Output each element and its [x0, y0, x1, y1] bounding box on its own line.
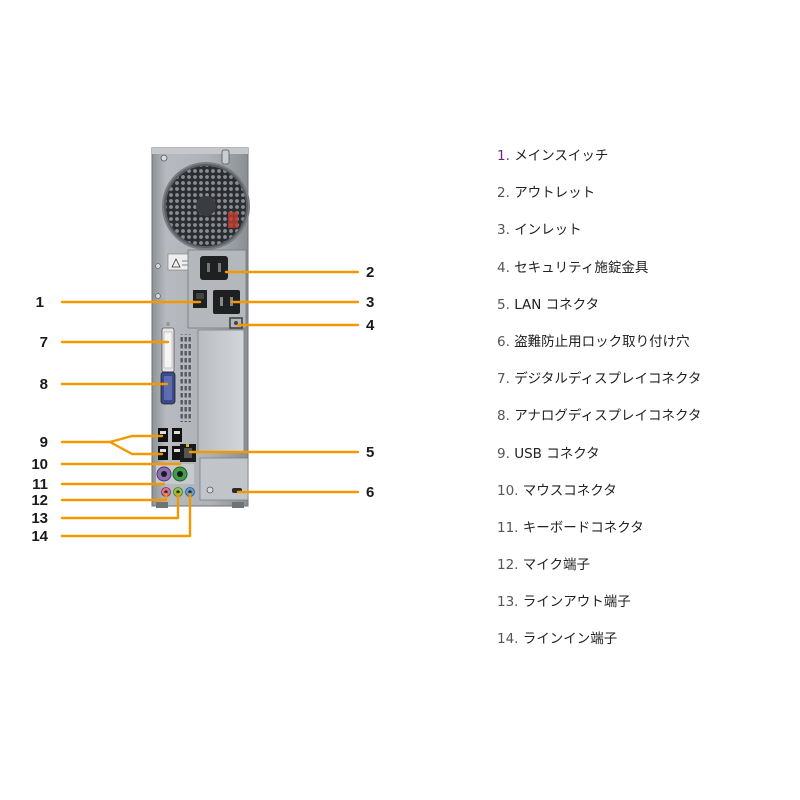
legend-item: 8. アナログディスプレイコネクタ: [497, 405, 701, 442]
callout-number-5: 5: [366, 444, 374, 461]
callout-number-8: 8: [40, 376, 48, 393]
bottom-screw-icon: [206, 486, 214, 494]
expansion-cover-panel: [197, 329, 245, 453]
legend-label: アウトレット: [514, 185, 596, 202]
legend-label: ラインアウト端子: [522, 594, 631, 611]
callout-number-1: 1: [36, 294, 44, 311]
legend-label: デジタルディスプレイコネクタ: [514, 371, 702, 388]
legend-item: 4. セキュリティ施錠金具: [497, 257, 701, 294]
leader-line-12: [60, 492, 168, 502]
usb-port-icon: [172, 428, 182, 442]
legend-number: 7.: [497, 371, 510, 388]
legend-item: 11. キーボードコネクタ: [497, 517, 701, 554]
legend-label: メインスイッチ: [514, 148, 609, 164]
legend-number: 1.: [497, 148, 510, 164]
audio-jacks-group: [161, 487, 195, 497]
legend-label: マイク端子: [522, 557, 591, 574]
legend-label: インレット: [514, 222, 582, 239]
legend-number: 12.: [497, 557, 519, 574]
analog-display-connector-icon: [160, 371, 176, 405]
legend-number: 3.: [497, 222, 510, 239]
security-bracket-icon: [229, 317, 243, 329]
top-screw-icon: [160, 154, 168, 162]
callout-number-4: 4: [366, 317, 375, 334]
legend-label: LAN コネクタ: [514, 296, 600, 313]
legend-item: 12. マイク端子: [497, 554, 701, 591]
parts-legend: 1. メインスイッチ 2. アウトレット 3. インレット 4. セキュリティ施…: [497, 145, 701, 666]
callout-number-13: 13: [31, 510, 48, 527]
callout-number-3: 3: [366, 294, 374, 311]
callout-number-9: 9: [40, 434, 48, 451]
lan-port-icon: [180, 444, 196, 462]
legend-label: 盗難防止用ロック取り付け穴: [514, 333, 690, 350]
callout-number-14: 14: [31, 528, 48, 545]
legend-item: 14. ラインイン端子: [497, 628, 701, 665]
foot-right: [232, 502, 244, 508]
warning-triangle-icon: [171, 258, 181, 268]
side-screw-icon: [155, 293, 161, 299]
legend-label: マウスコネクタ: [522, 482, 617, 499]
legend-label: USB コネクタ: [514, 445, 600, 462]
callout-number-11: 11: [32, 476, 48, 493]
side-screw-icon: [155, 263, 161, 269]
usb-port-icon: [158, 428, 168, 442]
legend-item: 10. マウスコネクタ: [497, 480, 701, 517]
usb-port-icon: [172, 446, 182, 460]
main-switch-icon: [193, 290, 207, 308]
foot-left: [156, 502, 168, 508]
legend-number: 14.: [497, 631, 519, 648]
legend-number: 2.: [497, 185, 510, 202]
pc-chassis: [151, 147, 250, 508]
legend-label: キーボードコネクタ: [522, 519, 644, 536]
legend-label: セキュリティ施錠金具: [514, 259, 649, 276]
legend-item: 7. デジタルディスプレイコネクタ: [497, 368, 701, 405]
fan-grille-icon: [162, 162, 250, 250]
callout-number-2: 2: [366, 264, 374, 281]
chassis-top-edge: [152, 148, 248, 154]
outlet-socket-icon: [200, 256, 228, 280]
leader-line-9: [60, 434, 164, 444]
legend-number: 11.: [497, 519, 519, 536]
leader-line-9b: [108, 440, 164, 456]
legend-item: 5. LAN コネクタ: [497, 294, 701, 331]
vent-slots: [180, 334, 192, 422]
legend-item: 1. メインスイッチ: [497, 145, 701, 182]
legend-item: 3. インレット: [497, 219, 701, 256]
leader-line-14: [60, 492, 192, 538]
legend-number: 5.: [497, 296, 510, 313]
legend-number: 6.: [497, 333, 510, 350]
legend-number: 13.: [497, 594, 519, 611]
legend-item: 2. アウトレット: [497, 182, 701, 219]
callout-numbers: 1 2 3 4 5 6 7 8 9 10 11 12 13 14: [31, 264, 375, 545]
legend-number: 4.: [497, 259, 510, 276]
legend-label: ラインイン端子: [522, 631, 618, 648]
usb-port-icon: [158, 446, 168, 460]
leader-lines: [60, 270, 360, 538]
usb-ports-group: [158, 428, 182, 460]
legend-number: 10.: [497, 482, 519, 499]
legend-number: 8.: [497, 408, 510, 425]
legend-item: 9. USB コネクタ: [497, 443, 701, 480]
callout-number-12: 12: [31, 492, 48, 509]
callout-number-7: 7: [40, 334, 48, 351]
leader-line-13: [60, 492, 180, 520]
legend-number: 9.: [497, 445, 510, 462]
legend-label: アナログディスプレイコネクタ: [514, 408, 702, 425]
legend-item: 6. 盗難防止用ロック取り付け穴: [497, 331, 701, 368]
top-thumbscrew-icon: [221, 149, 230, 165]
legend-item: 13. ラインアウト端子: [497, 591, 701, 628]
lower-side-plate: [199, 457, 249, 501]
callout-number-10: 10: [31, 456, 48, 473]
callout-number-6: 6: [366, 484, 374, 501]
digital-display-connector-icon: [161, 322, 175, 378]
ps2-ports-group: [156, 464, 194, 484]
